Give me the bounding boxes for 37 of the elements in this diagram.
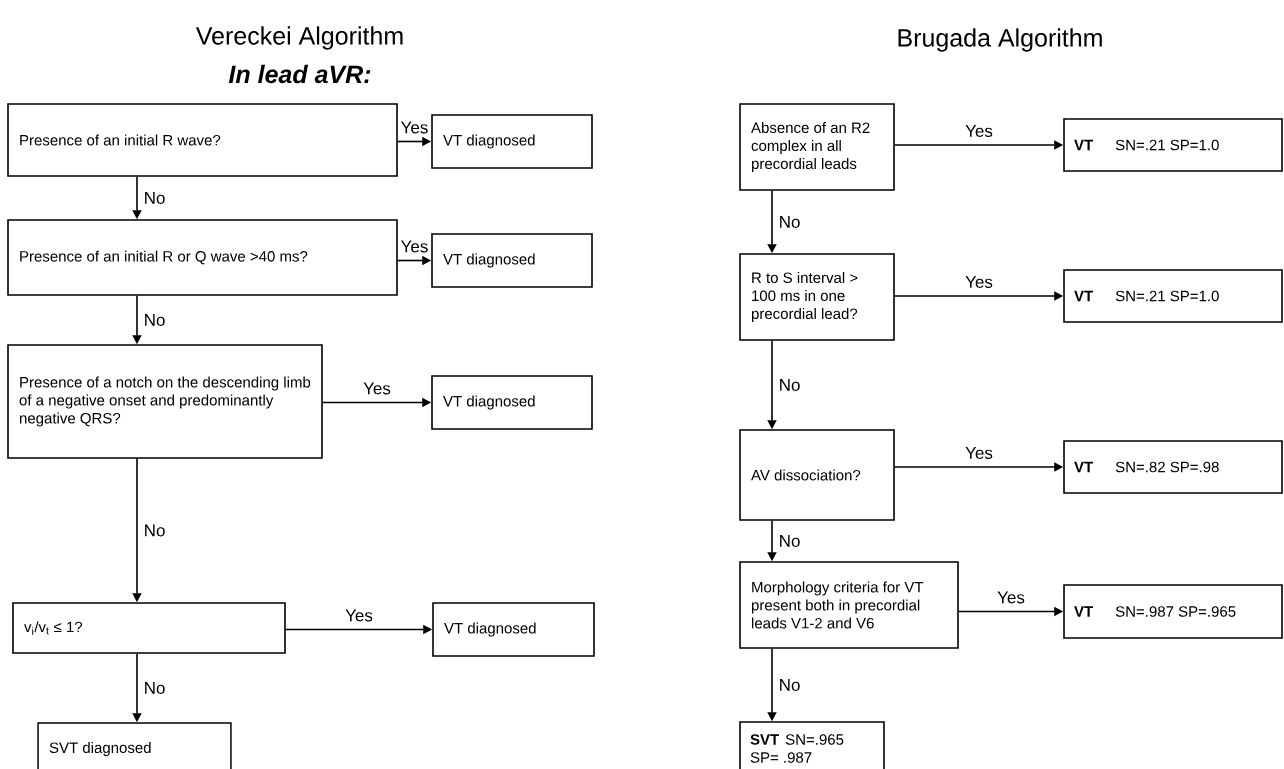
- result-box: SVT diagnosed: [37, 722, 232, 769]
- edge-label: Yes: [963, 445, 995, 461]
- decision-box: AV dissociation?: [739, 429, 895, 521]
- edge-label: No: [777, 533, 802, 549]
- decision-box: R to S interval > 100 ms in one precordial lead?: [739, 253, 895, 341]
- result-box: VT SN=.82 SP=.98: [1063, 440, 1283, 494]
- edge-label: No: [142, 523, 167, 538]
- edge-label: No: [777, 677, 802, 693]
- edge-label: No: [142, 312, 167, 328]
- edge-label: Yes: [343, 608, 375, 623]
- edge-label: Yes: [963, 123, 995, 139]
- edge-label: No: [142, 680, 167, 696]
- result-box: VT diagnosed: [432, 602, 595, 657]
- edge-label: Yes: [361, 381, 393, 396]
- edge-label: No: [777, 214, 802, 230]
- decision-box: v$_{i}$/v$_{t}$ ≤ 1?: [12, 602, 286, 654]
- result-box: VT SN=.987 SP=.965: [1063, 584, 1283, 639]
- decision-box: Presence of a notch on the descending limb of a negative onset and predominantly negative QRS?: [7, 344, 323, 459]
- result-box: VT SN=.21 SP=1.0: [1063, 269, 1283, 323]
- edge-label: Yes: [399, 120, 430, 135]
- decision-box: Presence of an initial R or Q wave >40 ms?: [7, 219, 398, 296]
- edge-label: Yes: [399, 239, 430, 254]
- heading: In lead aVR:: [228, 64, 371, 84]
- result-box: VT SN=.21 SP=1.0: [1063, 118, 1283, 172]
- decision-box: Morphology criteria for VT present both in precordial leads V1-2 and V6: [739, 561, 959, 649]
- result-box: VT diagnosed: [431, 233, 593, 288]
- result-box: VT diagnosed: [431, 114, 593, 169]
- decision-box: Absence of an R2 complex in all precordial leads: [739, 103, 895, 191]
- edge-label: No: [142, 190, 167, 206]
- heading: Vereckei Algorithm: [195, 26, 403, 50]
- edge-label: Yes: [963, 274, 995, 290]
- result-box: SVT SN=.965 SP= .987: [739, 721, 885, 769]
- result-box: VT diagnosed: [431, 375, 593, 430]
- decision-box: Presence of an initial R wave?: [7, 103, 398, 177]
- edge-label: Yes: [995, 590, 1027, 605]
- heading: Brugada Algorithm: [898, 28, 1102, 52]
- edge-label: No: [777, 377, 802, 393]
